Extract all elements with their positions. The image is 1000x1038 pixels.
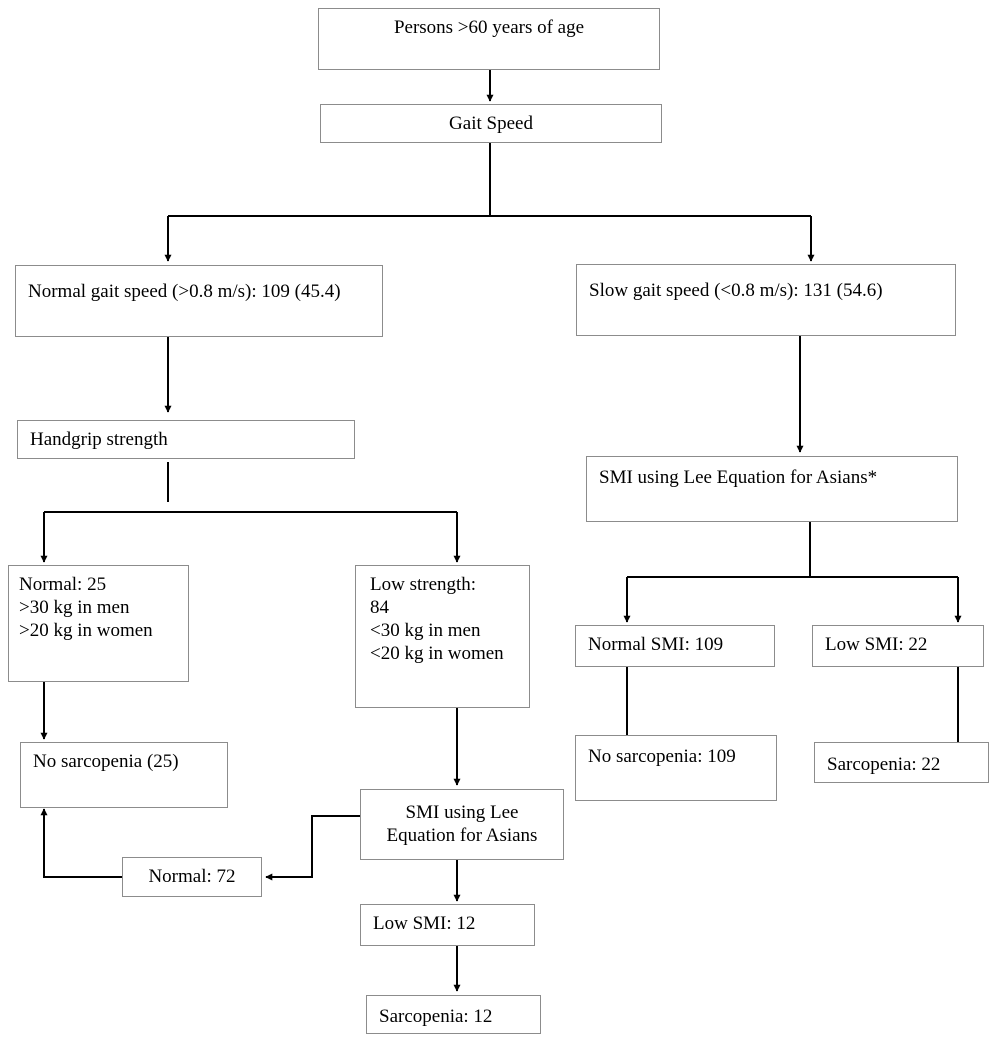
arrow-smi-left-to-normal-72 [265,815,360,881]
low-smi-left-node: Low SMI: 12 [360,904,535,946]
normal-smi-right-node: Normal SMI: 109 [575,625,775,667]
sarcopenia-right-node: Sarcopenia: 22 [814,742,989,783]
sarcopenia-left-node: Sarcopenia: 12 [366,995,541,1034]
slow-gait-node: Slow gait speed (<0.8 m/s): 131 (54.6) [576,264,956,336]
gait-speed-node: Gait Speed [320,104,662,143]
smi-right-node: SMI using Lee Equation for Asians* [586,456,958,522]
normal-72-node: Normal: 72 [122,857,262,897]
arrow-normal-72-to-no-sarcopenia [40,808,122,878]
normal-strength-node: Normal: 25 >30 kg in men >20 kg in women [8,565,189,682]
root-node: Persons >60 years of age [318,8,660,70]
no-sarcopenia-left-node: No sarcopenia (25) [20,742,228,808]
no-sarcopenia-right-node: No sarcopenia: 109 [575,735,777,801]
smi-left-node: SMI using Lee Equation for Asians [360,789,564,860]
handgrip-node: Handgrip strength [17,420,355,459]
low-strength-node: Low strength: 84 <30 kg in men <20 kg in… [355,565,530,708]
normal-gait-node: Normal gait speed (>0.8 m/s): 109 (45.4) [15,265,383,337]
low-smi-right-node: Low SMI: 22 [812,625,984,667]
